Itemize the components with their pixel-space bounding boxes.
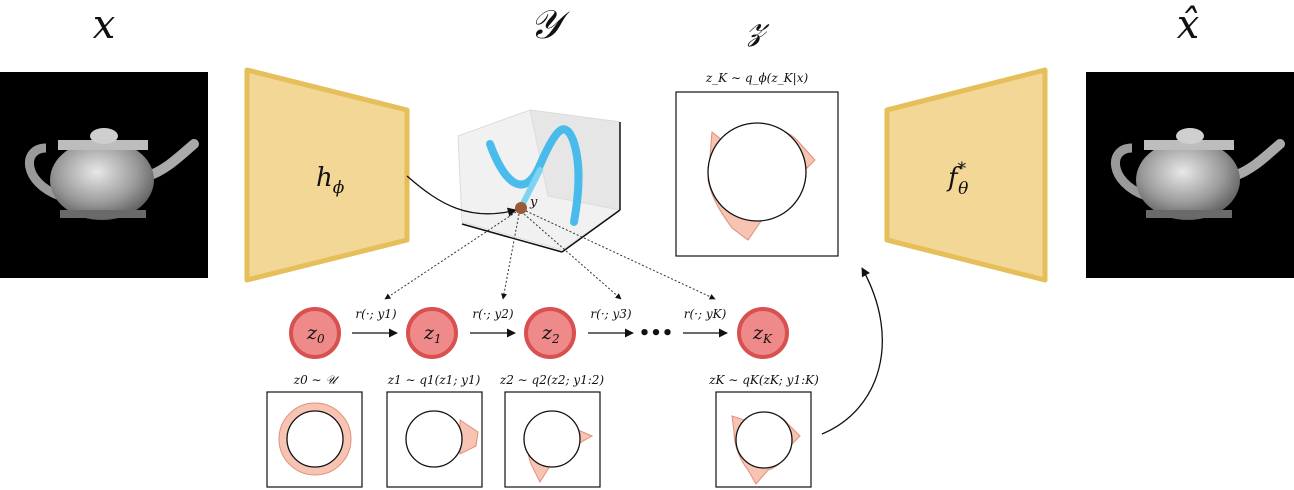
header-y: 𝒴 — [529, 2, 570, 48]
density-to-decoder-arrow — [821, 267, 883, 435]
transition-label-2: r(·; y2) — [472, 307, 514, 321]
svg-text:z2 ∼ q2(z2; y1:2): z2 ∼ q2(z2; y1:2) — [499, 373, 605, 387]
chain-node-z2: z2 — [524, 307, 576, 359]
encoder-block: hϕ — [244, 67, 410, 283]
latent-to-transition-arrows — [384, 210, 716, 300]
latent-point-label: y — [529, 195, 538, 210]
output-teapot-image — [1086, 72, 1294, 278]
input-teapot-image — [0, 72, 208, 278]
chain-node-z1: z1 — [406, 307, 458, 359]
transition-label-3: r(·; y3) — [590, 307, 632, 321]
density-panel-2: z2 ∼ q2(z2; y1:2) — [499, 373, 605, 488]
density-panel-K: zK ∼ qK(zK; y1:K) — [708, 373, 819, 488]
decoder-label: f*θ — [946, 159, 968, 199]
svg-text:z1 ∼ q1(z1; y1): z1 ∼ q1(z1; y1) — [387, 373, 481, 387]
density-panel-1: z1 ∼ q1(z1; y1) — [386, 373, 483, 488]
transition-label-K: r(·; yK) — [684, 307, 727, 321]
svg-text:zK: zK — [752, 322, 773, 346]
latent-manifold-cube — [457, 109, 621, 253]
svg-text:zK ∼ qK(zK; y1:K): zK ∼ qK(zK; y1:K) — [708, 373, 819, 387]
chain-nodes: z0 z1 z2 zK — [289, 307, 789, 359]
encoder-to-latent-arrow — [406, 175, 517, 217]
svg-text:z2: z2 — [541, 322, 560, 346]
posterior-panel: z_K ∼ q_ϕ(z_K|x) — [675, 71, 839, 257]
decoder-block: f*θ — [884, 67, 1048, 283]
latent-point — [515, 202, 527, 214]
chain-ellipsis: ••• — [639, 323, 674, 344]
chain-node-zK: zK — [737, 307, 789, 359]
posterior-caption: z_K ∼ q_ϕ(z_K|x) — [705, 71, 809, 85]
chain-node-z0: z0 — [289, 307, 341, 359]
header-xhat: x̂ — [1177, 2, 1200, 48]
transition-label-1: r(·; y1) — [355, 307, 397, 321]
encoder-label: hϕ — [316, 163, 345, 198]
density-panel-0: z0 ∼ 𝒰 — [266, 373, 363, 488]
svg-text:z1: z1 — [423, 322, 442, 346]
svg-text:z0: z0 — [306, 322, 325, 346]
header-z: 𝓏 — [747, 2, 770, 48]
svg-text:z0 ∼ 𝒰: z0 ∼ 𝒰 — [293, 373, 340, 387]
header-x: x — [93, 2, 116, 48]
